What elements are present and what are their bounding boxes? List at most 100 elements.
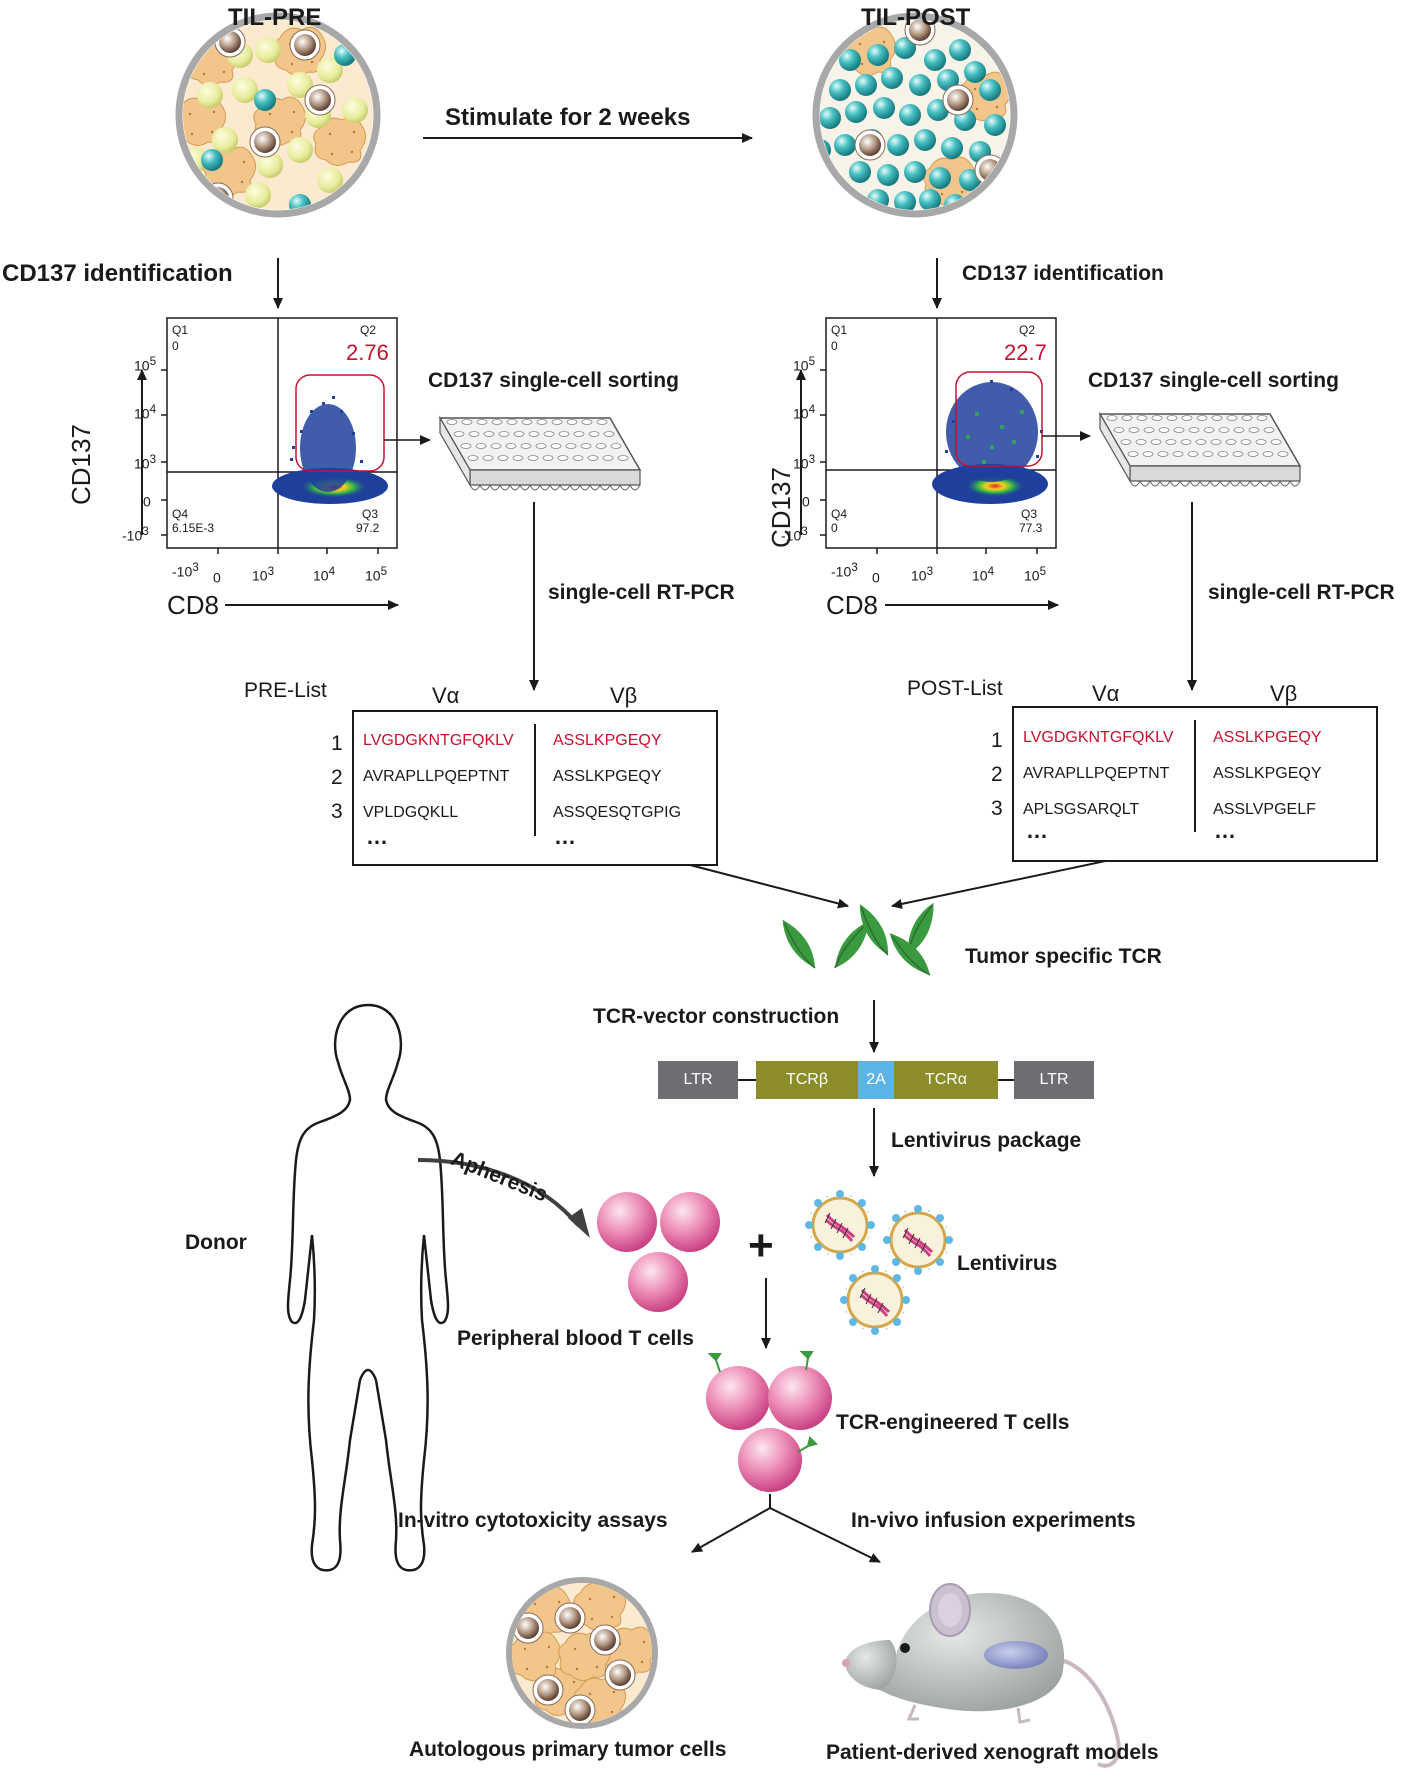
pre-y-tick: 103 — [134, 453, 157, 472]
pre-ellipsis-a: … — [366, 824, 388, 849]
pre-list-title: PRE-List — [244, 679, 327, 702]
til-post-circle — [812, 12, 1018, 218]
post-q3-label: Q3 — [1021, 507, 1038, 521]
post-list-table — [1012, 706, 1378, 862]
lentivirus-label: Lentivirus — [957, 1252, 1058, 1275]
post-list-title: POST-List — [907, 677, 1003, 700]
pre-y-tick: 105 — [134, 355, 157, 374]
pre-q4-value: 6.15E-3 — [172, 521, 215, 535]
post-row-number: 1 — [991, 729, 1003, 752]
post-x-tick: -103 — [831, 561, 858, 580]
plus-sign: + — [748, 1221, 774, 1270]
post-header-va: Vα — [1092, 681, 1120, 706]
pre-row-vb: ASSQESQTGPIG — [553, 804, 682, 821]
pre-row-va: LVGDGKNTGFQKLV — [363, 732, 514, 749]
pre-row-vb: ASSLKPGEQY — [553, 768, 662, 785]
post-q1-label: Q1 — [831, 323, 848, 337]
pre-x-axis-label: CD8 — [167, 590, 220, 620]
tumor-tcr-leaves — [776, 898, 944, 983]
post-row-vb: ASSLKPGEQY — [1213, 729, 1322, 746]
pre-rtpcr-label: single-cell RT-PCR — [548, 581, 735, 604]
post-q2-label: Q2 — [1019, 323, 1036, 337]
pre-header-va: Vα — [432, 683, 460, 708]
pre-list-table — [352, 710, 718, 866]
pre-x-tick: 104 — [313, 565, 336, 584]
pre-q1-value: 0 — [172, 339, 179, 353]
pdx-label: Patient-derived xenograft models — [826, 1741, 1159, 1764]
lentivirus-package-label: Lentivirus package — [891, 1129, 1082, 1152]
post-row-va: AVRAPLLPQEPTNT — [1023, 765, 1170, 782]
post-x-tick: 103 — [911, 565, 934, 584]
post-rtpcr-label: single-cell RT-PCR — [1208, 581, 1395, 604]
post-header-vb: Vβ — [1270, 681, 1298, 706]
pbt-label: Peripheral blood T cells — [457, 1327, 694, 1350]
pre-y-tick: 0 — [143, 493, 151, 510]
pre-sorting-plate — [438, 415, 642, 491]
tcr-engineered-t-cells — [706, 1351, 832, 1492]
tumor-tcr-label: Tumor specific TCR — [965, 945, 1162, 968]
tcr-engineered-label: TCR-engineered T cells — [836, 1411, 1070, 1434]
pre-y-tick: -103 — [122, 525, 149, 544]
post-x-tick: 0 — [872, 569, 880, 586]
pre-row-vb: ASSLKPGEQY — [553, 732, 662, 749]
tcr-vector-label: TCR-vector construction — [593, 1005, 840, 1028]
in-vivo-label: In-vivo infusion experiments — [851, 1509, 1136, 1532]
vector-ltr-right: LTR — [1014, 1061, 1094, 1099]
post-cd137-identification: CD137 identification — [962, 262, 1164, 285]
vector-2a: 2A — [858, 1061, 894, 1099]
autologous-tumor-circle — [506, 1577, 658, 1729]
donor-label: Donor — [185, 1231, 247, 1254]
post-q4-label: Q4 — [831, 507, 848, 521]
post-q1-value: 0 — [831, 339, 838, 353]
post-sorting-plate — [1098, 411, 1302, 487]
post-q3-value: 77.3 — [1019, 521, 1043, 535]
til-post-title: TIL-POST — [861, 4, 971, 31]
post-ellipsis-a: … — [1026, 818, 1048, 843]
pre-row-va: AVRAPLLPQEPTNT — [363, 768, 510, 785]
pre-row-number: 2 — [331, 766, 343, 789]
in-vitro-label: In-vitro cytotoxicity assays — [398, 1509, 668, 1532]
post-y-tick: -103 — [781, 525, 808, 544]
post-q2-value: 22.7 — [1004, 340, 1047, 365]
pre-row-number: 1 — [331, 732, 343, 755]
post-y-tick: 103 — [793, 453, 816, 472]
pre-row-va: VPLDGQKLL — [363, 804, 459, 821]
vector-ltr-left: LTR — [658, 1061, 738, 1099]
vector-tcra: TCRα — [894, 1061, 998, 1099]
post-flow-plot — [796, 317, 1091, 610]
pre-y-tick: 104 — [134, 403, 157, 422]
autologous-label: Autologous primary tumor cells — [409, 1738, 727, 1761]
pre-q4-label: Q4 — [172, 507, 189, 521]
pre-q2-value: 2.76 — [346, 340, 389, 365]
pre-sorting-label: CD137 single-cell sorting — [428, 369, 679, 392]
post-sorting-label: CD137 single-cell sorting — [1088, 369, 1339, 392]
stimulate-label: Stimulate for 2 weeks — [445, 104, 691, 131]
pre-x-tick: 103 — [252, 565, 275, 584]
pre-q2-label: Q2 — [360, 323, 377, 337]
post-x-tick: 104 — [972, 565, 995, 584]
post-y-tick: 104 — [793, 403, 816, 422]
pre-x-tick: -103 — [172, 561, 199, 580]
pre-q3-value: 97.2 — [356, 521, 380, 535]
post-row-va: APLSGSARQLT — [1023, 801, 1140, 818]
post-ellipsis-b: … — [1214, 818, 1236, 843]
mouse-illustration — [842, 1583, 1121, 1768]
pre-q3-label: Q3 — [362, 507, 379, 521]
til-pre-title: TIL-PRE — [228, 4, 322, 31]
post-row-vb: ASSLVPGELF — [1213, 801, 1316, 818]
vector-tcrb: TCRβ — [756, 1061, 858, 1099]
pre-q1-label: Q1 — [172, 323, 189, 337]
post-y-tick: 0 — [802, 493, 810, 510]
pre-cd137-identification: CD137 identification — [2, 260, 233, 287]
lentivirus-particles — [803, 1188, 955, 1337]
pre-x-tick: 0 — [213, 569, 221, 586]
pre-y-axis-label: CD137 — [66, 424, 96, 505]
donor-silhouette — [286, 1003, 450, 1572]
post-row-number: 2 — [991, 763, 1003, 786]
pre-header-vb: Vβ — [610, 683, 638, 708]
post-x-tick: 105 — [1024, 565, 1047, 584]
pre-x-tick: 105 — [365, 565, 388, 584]
post-q4-value: 0 — [831, 521, 838, 535]
